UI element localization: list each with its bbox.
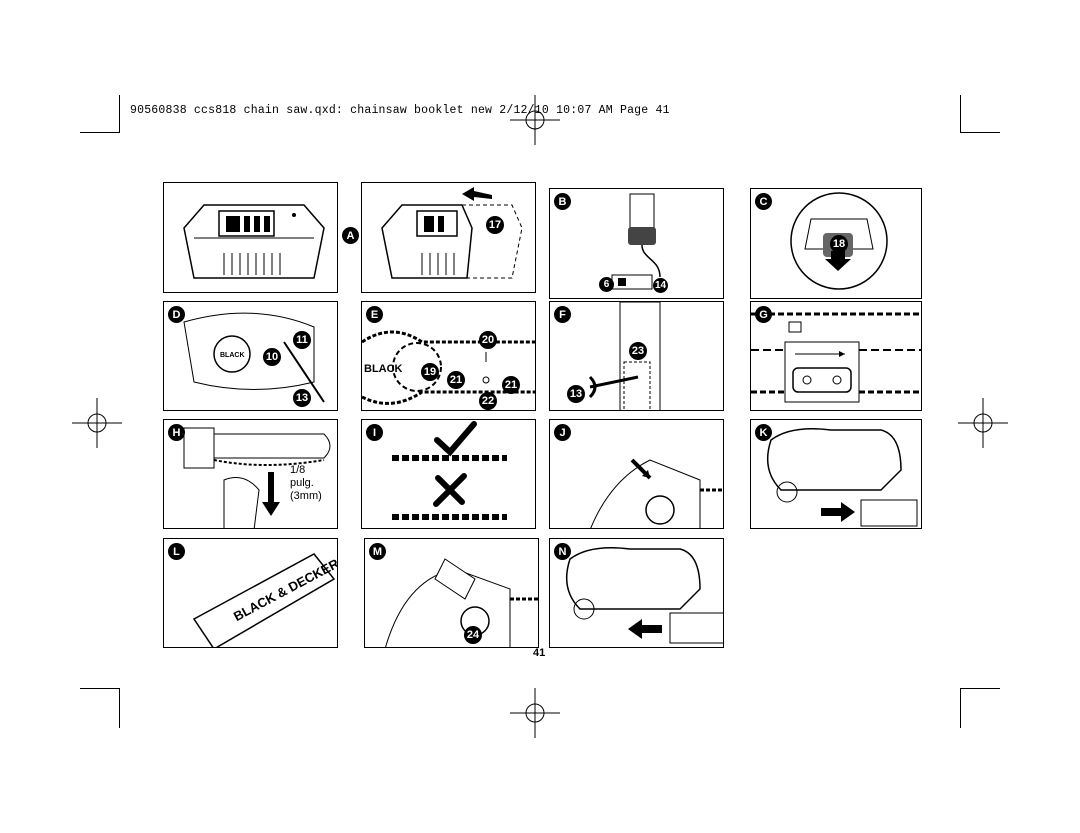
guide-bar-drawing: BLACK & DECKER — [192, 553, 337, 647]
figure-j-cover-press: J — [549, 419, 724, 529]
battery-drawing — [183, 204, 325, 279]
figure-l-guide-bar: BLACK & DECKER L — [163, 538, 338, 648]
figure-d-cover-screw: BLACK D 11 10 13 — [163, 301, 338, 411]
figure-h-chain-slack: H 1/8 pulg. (3mm) — [163, 419, 338, 529]
figure-e-chain-sprocket: BLACK E 20 19 21 21 22 — [361, 301, 536, 411]
figure-b-charger: B 6 14 — [549, 188, 724, 299]
callout-22: 22 — [479, 392, 497, 410]
figure-f-tension-adjust: F 23 13 — [549, 301, 724, 411]
registration-mark-left — [72, 398, 122, 448]
chain-slack-drawing — [183, 427, 331, 528]
figure-m-lubrication: M 24 — [364, 538, 539, 648]
callout-21b: 21 — [502, 376, 520, 394]
callout-10: 10 — [263, 348, 281, 366]
figure-g-chain-direction: G — [750, 301, 922, 411]
figure-k-battery-insert: K — [750, 419, 922, 529]
cover-press-drawing — [590, 458, 723, 528]
figure-n-battery-remove: N — [549, 538, 724, 648]
figure-a-battery-insert: 17 — [361, 182, 536, 293]
file-slug-header: 90560838 ccs818 chain saw.qxd: chainsaw … — [130, 104, 670, 117]
sprocket-drawing: BLACK — [362, 330, 535, 405]
callout-21a: 21 — [447, 371, 465, 389]
callout-19: 19 — [421, 363, 439, 381]
figure-n-label: N — [554, 543, 571, 560]
figure-l-label: L — [168, 543, 185, 560]
cover-drawing: BLACK — [183, 312, 325, 403]
figure-f-label: F — [554, 306, 571, 323]
registration-mark-right — [958, 398, 1008, 448]
figure-k-label: K — [755, 424, 772, 441]
battery-insert-saw-drawing — [766, 428, 918, 527]
callout-18: 18 — [830, 235, 848, 253]
measure-fraction: 1/8 — [290, 464, 306, 476]
figure-h-label: H — [168, 424, 185, 441]
arrow-left-icon — [628, 619, 662, 639]
arrow-right-icon — [821, 502, 855, 522]
figure-c-label: C — [755, 193, 772, 210]
registration-mark-top — [510, 95, 560, 145]
battery-insert-drawing — [381, 187, 523, 279]
measure-unit: pulg. — [290, 477, 314, 489]
figure-i-chain-correct-incorrect: I — [361, 419, 536, 529]
svg-text:BLACK: BLACK — [364, 363, 403, 375]
callout-14: 14 — [653, 278, 668, 293]
charger-drawing — [611, 193, 661, 290]
chain-comparison-drawing — [392, 421, 507, 520]
figure-m-label: M — [369, 543, 386, 560]
callout-6: 6 — [599, 277, 614, 292]
figure-g-label: G — [755, 306, 772, 323]
callout-13-f: 13 — [567, 385, 585, 403]
page-number: 41 — [533, 647, 546, 659]
callout-24: 24 — [464, 626, 482, 644]
figure-a-battery — [163, 182, 338, 293]
figure-b-label: B — [554, 193, 571, 210]
callout-17: 17 — [486, 216, 504, 234]
check-mark-icon — [434, 421, 477, 457]
figure-d-label: D — [168, 306, 185, 323]
figure-e-label: E — [366, 306, 383, 323]
figure-a-label: A — [342, 227, 359, 244]
callout-11: 11 — [293, 331, 311, 349]
slack-measurement: 1/8 pulg. (3mm) — [290, 464, 322, 503]
lubrication-drawing — [385, 558, 538, 647]
figure-j-label: J — [554, 424, 571, 441]
svg-text:BLACK: BLACK — [220, 352, 245, 359]
chain-direction-drawing — [751, 312, 921, 403]
figure-c-charger-indicator: C 18 — [750, 188, 922, 299]
figure-i-label: I — [366, 424, 383, 441]
battery-remove-drawing — [565, 547, 723, 644]
callout-13: 13 — [293, 389, 311, 407]
cross-mark-icon — [433, 473, 467, 507]
measure-metric: (3mm) — [290, 490, 322, 502]
registration-mark-bottom — [510, 688, 560, 738]
callout-20: 20 — [479, 331, 497, 349]
callout-23: 23 — [629, 342, 647, 360]
